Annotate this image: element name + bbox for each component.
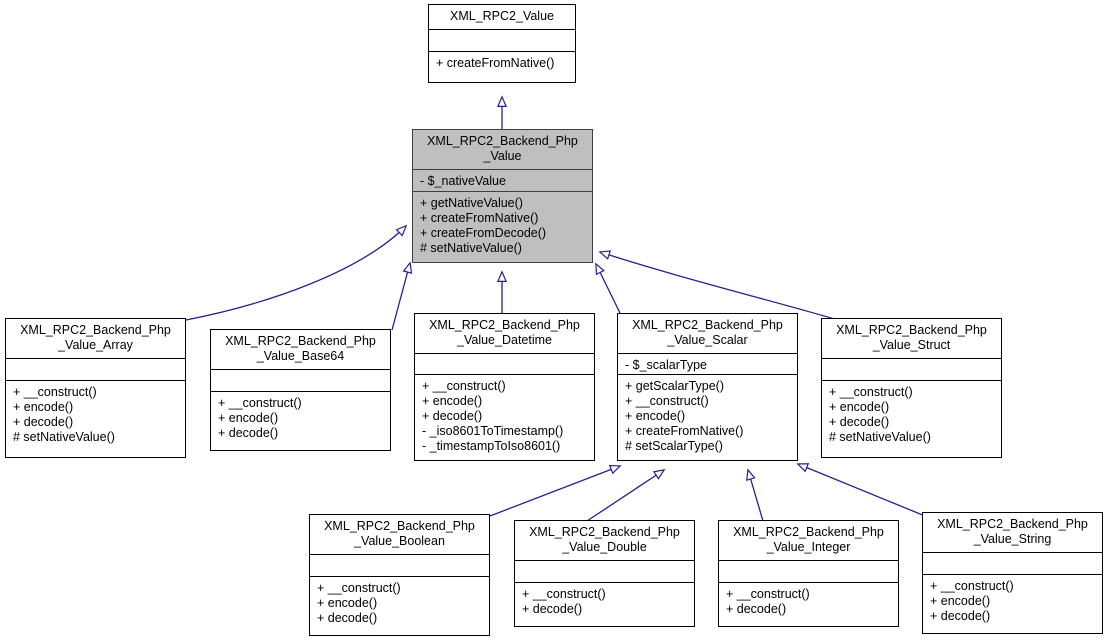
- class-name-value-scalar: XML_RPC2_Backend_Php _Value_Scalar: [618, 314, 797, 354]
- class-name-value-array: XML_RPC2_Backend_Php _Value_Array: [6, 319, 185, 359]
- class-attributes-value-base64: [211, 370, 390, 392]
- operation-item: + __construct(): [522, 587, 606, 601]
- class-box-value-array[interactable]: XML_RPC2_Backend_Php _Value_Array + __co…: [5, 318, 186, 458]
- edge-integer-to-scalar: [746, 468, 764, 522]
- class-name-value-integer: XML_RPC2_Backend_Php _Value_Integer: [719, 521, 898, 561]
- operation-item: + encode(): [422, 394, 483, 408]
- class-name-xml-rpc2-value: XML_RPC2_Value: [429, 5, 575, 30]
- class-attributes-php-value: - $_nativeValue: [413, 170, 592, 192]
- class-box-value-struct[interactable]: XML_RPC2_Backend_Php _Value_Struct + __c…: [821, 318, 1002, 458]
- operation-item: + encode(): [317, 596, 378, 610]
- operation-item: + decode(): [930, 609, 991, 623]
- operation-item: + __construct(): [317, 581, 401, 595]
- class-operations-value-integer: + __construct() + decode(): [719, 583, 898, 626]
- edge-base64-to-php-value: [391, 261, 413, 331]
- class-box-value-boolean[interactable]: XML_RPC2_Backend_Php _Value_Boolean + __…: [309, 514, 490, 636]
- operation-item: + encode(): [829, 400, 890, 414]
- operation-item: + encode(): [218, 411, 279, 425]
- class-operations-value-double: + __construct() + decode(): [515, 583, 694, 626]
- class-attributes-value-boolean: [310, 555, 489, 577]
- class-operations-value-array: + __construct() + encode() + decode() # …: [6, 381, 185, 457]
- class-box-value-datetime[interactable]: XML_RPC2_Backend_Php _Value_Datetime + _…: [414, 313, 595, 461]
- class-operations-php-value: + getNativeValue() + createFromNative() …: [413, 192, 592, 262]
- operation-item: + __construct(): [726, 587, 810, 601]
- class-operations-value-boolean: + __construct() + encode() + decode(): [310, 577, 489, 635]
- operation-item: + getNativeValue(): [420, 196, 523, 210]
- class-name-value-boolean: XML_RPC2_Backend_Php _Value_Boolean: [310, 515, 489, 555]
- operation-item: # setNativeValue(): [420, 241, 522, 255]
- attribute-item: - $_scalarType: [625, 358, 707, 372]
- edge-boolean-to-scalar: [489, 464, 622, 517]
- class-box-xml-rpc2-value[interactable]: XML_RPC2_Value + createFromNative(): [428, 4, 576, 83]
- class-attributes-value-scalar: - $_scalarType: [618, 354, 797, 375]
- operation-item: + decode(): [829, 415, 890, 429]
- operation-item: + __construct(): [829, 385, 913, 399]
- operation-item: + encode(): [625, 409, 686, 423]
- operation-item: + __construct(): [625, 394, 709, 408]
- class-name-value-double: XML_RPC2_Backend_Php _Value_Double: [515, 521, 694, 561]
- class-name-value-string: XML_RPC2_Backend_Php _Value_String: [923, 513, 1102, 553]
- operation-item: + decode(): [422, 409, 483, 423]
- class-operations-value-datetime: + __construct() + encode() + decode() - …: [415, 375, 594, 460]
- operation-item: # setScalarType(): [625, 439, 723, 453]
- operation-item: + decode(): [218, 426, 279, 440]
- operation-item: + decode(): [317, 611, 378, 625]
- operation-item: + __construct(): [13, 385, 97, 399]
- operation-item: + encode(): [13, 400, 74, 414]
- class-box-value-scalar[interactable]: XML_RPC2_Backend_Php _Value_Scalar - $_s…: [617, 313, 798, 461]
- edge-string-to-scalar: [796, 463, 926, 517]
- attribute-item: - $_nativeValue: [420, 174, 506, 188]
- class-attributes-value-integer: [719, 561, 898, 583]
- class-name-value-base64: XML_RPC2_Backend_Php _Value_Base64: [211, 330, 390, 370]
- class-operations-value-string: + __construct() + encode() + decode(): [923, 575, 1102, 633]
- class-attributes-value-datetime: [415, 354, 594, 375]
- operation-item: + createFromNative(): [420, 211, 539, 225]
- class-name-value-struct: XML_RPC2_Backend_Php _Value_Struct: [822, 319, 1001, 359]
- operation-item: # setNativeValue(): [829, 430, 931, 444]
- operation-item: + __construct(): [218, 396, 302, 410]
- class-attributes-xml-rpc2-value: [429, 30, 575, 52]
- operation-item: + createFromNative(): [436, 56, 555, 70]
- edge-double-to-scalar: [586, 469, 666, 522]
- class-box-value-double[interactable]: XML_RPC2_Backend_Php _Value_Double + __c…: [514, 520, 695, 627]
- class-operations-value-struct: + __construct() + encode() + decode() # …: [822, 381, 1001, 457]
- operation-item: - _iso8601ToTimestamp(): [422, 424, 564, 438]
- class-attributes-value-array: [6, 359, 185, 381]
- class-box-value-string[interactable]: XML_RPC2_Backend_Php _Value_String + __c…: [922, 512, 1103, 634]
- operation-item: + decode(): [726, 602, 787, 616]
- class-name-value-datetime: XML_RPC2_Backend_Php _Value_Datetime: [415, 314, 594, 354]
- operation-item: + __construct(): [930, 579, 1014, 593]
- class-box-value-base64[interactable]: XML_RPC2_Backend_Php _Value_Base64 + __c…: [210, 329, 391, 451]
- class-operations-value-base64: + __construct() + encode() + decode(): [211, 392, 390, 450]
- operation-item: # setNativeValue(): [13, 430, 115, 444]
- operation-item: + encode(): [930, 594, 991, 608]
- operation-item: + createFromDecode(): [420, 226, 547, 240]
- class-name-php-value: XML_RPC2_Backend_Php _Value: [413, 130, 592, 170]
- edge-scalar-to-php-value: [595, 262, 621, 314]
- operation-item: - _timestampToIso8601(): [422, 439, 561, 453]
- class-attributes-value-string: [923, 553, 1102, 575]
- class-operations-xml-rpc2-value: + createFromNative(): [429, 52, 575, 82]
- class-box-php-value[interactable]: XML_RPC2_Backend_Php _Value - $_nativeVa…: [412, 129, 593, 263]
- edge-struct-to-php-value: [598, 250, 839, 321]
- edge-array-to-php-value: [185, 224, 408, 321]
- operation-item: + __construct(): [422, 379, 506, 393]
- operation-item: + decode(): [13, 415, 74, 429]
- class-box-value-integer[interactable]: XML_RPC2_Backend_Php _Value_Integer + __…: [718, 520, 899, 627]
- class-attributes-value-double: [515, 561, 694, 583]
- operation-item: + getScalarType(): [625, 379, 725, 393]
- class-operations-value-scalar: + getScalarType() + __construct() + enco…: [618, 375, 797, 460]
- operation-item: + decode(): [522, 602, 583, 616]
- class-attributes-value-struct: [822, 359, 1001, 381]
- operation-item: + createFromNative(): [625, 424, 744, 438]
